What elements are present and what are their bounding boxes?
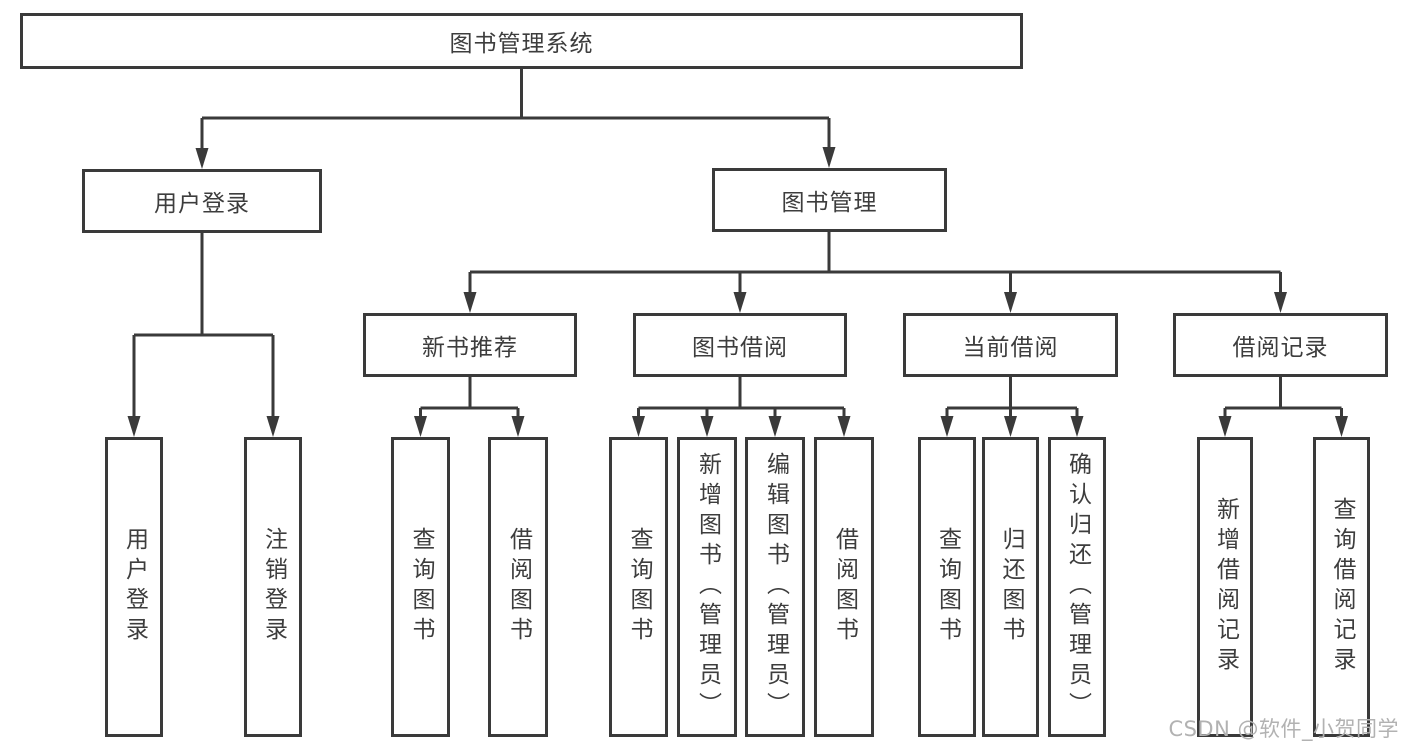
- arrowheads-level3: [463, 292, 1287, 313]
- node-user-login: 用户登录: [82, 169, 322, 233]
- node-borrow-records: 借阅记录: [1173, 313, 1388, 377]
- leaf-query-borrow-record: 查询借阅记录: [1313, 437, 1370, 737]
- arrowheads-login-children: [127, 416, 280, 437]
- leaf-newbooks-query-book: 查询图书: [391, 437, 450, 737]
- leaf-user-login: 用户登录: [105, 437, 163, 737]
- leaf-borrow-book: 借阅图书: [814, 437, 874, 737]
- connector-newbooks-to-children: [419, 377, 520, 420]
- arrowheads-root-to-level2: [195, 147, 836, 169]
- leaf-return-book: 归还图书: [982, 437, 1039, 737]
- leaf-edit-book-admin: 编辑图书（管理员）: [745, 437, 805, 737]
- connector-login-to-children: [132, 233, 275, 420]
- arrowheads-bookborrow-children: [632, 416, 851, 437]
- node-book-management: 图书管理: [712, 168, 947, 232]
- leaf-current-query-book: 查询图书: [918, 437, 976, 737]
- connector-management-to-level3: [468, 232, 1282, 296]
- arrowheads-currentborrow-children: [940, 416, 1084, 437]
- leaf-add-borrow-record: 新增借阅记录: [1197, 437, 1253, 737]
- csdn-watermark: CSDN @软件_小贺同学: [1168, 717, 1399, 741]
- arrowheads-records-children: [1218, 416, 1348, 437]
- leaf-confirm-return-admin: 确认归还（管理员）: [1048, 437, 1106, 737]
- node-book-borrow: 图书借阅: [633, 313, 847, 377]
- arrowheads-newbooks-children: [414, 416, 525, 437]
- connector-currentborrow-to-children: [945, 377, 1079, 420]
- leaf-add-book-admin: 新增图书（管理员）: [677, 437, 737, 737]
- connector-records-to-children: [1223, 377, 1343, 420]
- node-root-system: 图书管理系统: [20, 13, 1023, 69]
- connector-root-to-level2: [200, 69, 831, 152]
- leaf-newbooks-borrow-book: 借阅图书: [488, 437, 548, 737]
- connector-bookborrow-to-children: [637, 377, 846, 420]
- leaf-logout: 注销登录: [244, 437, 302, 737]
- leaf-borrow-query-book: 查询图书: [609, 437, 668, 737]
- node-current-borrow: 当前借阅: [903, 313, 1118, 377]
- node-new-book-recommend: 新书推荐: [363, 313, 577, 377]
